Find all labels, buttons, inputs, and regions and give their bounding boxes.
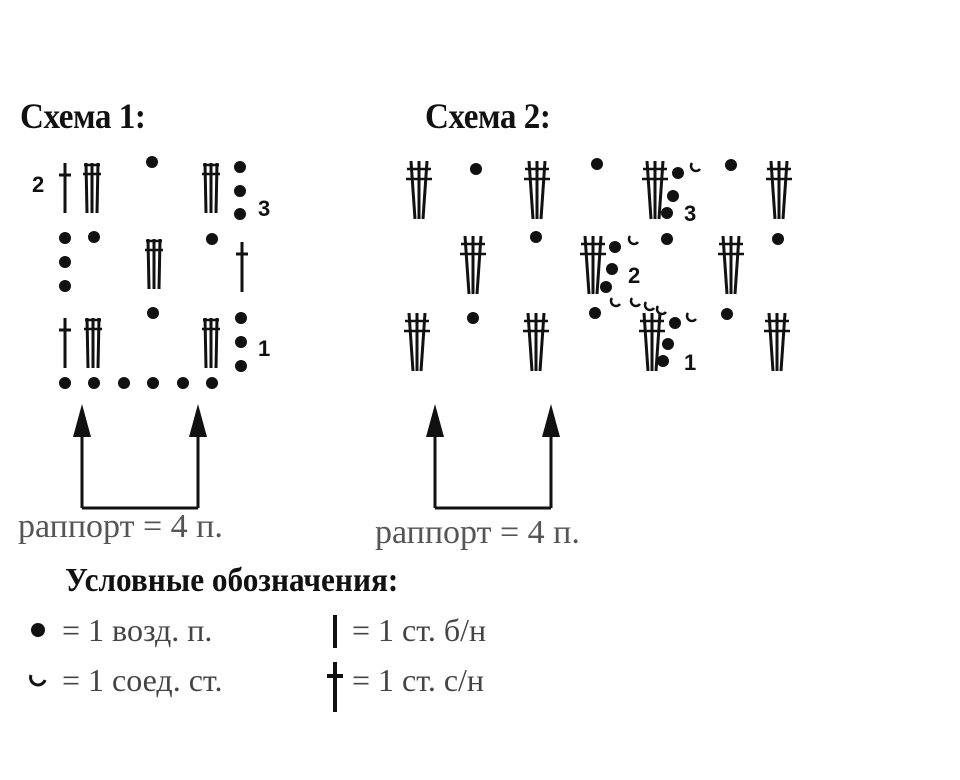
slip-stitch-arc [685, 312, 697, 323]
chain-dot [661, 207, 673, 219]
chain-dot [206, 377, 218, 389]
legend-title: Условные обозначения: [65, 562, 399, 599]
dc-cluster-symbol [200, 161, 222, 215]
legend-chain-dot-icon [31, 623, 45, 637]
slip-stitch-arc [689, 162, 701, 173]
chain-dot [609, 241, 621, 253]
chain-dot [177, 377, 189, 389]
chain-dot [672, 167, 684, 179]
dc-cluster-symbol [764, 159, 794, 221]
legend-double-crochet-icon [327, 662, 343, 712]
dc-cluster-symbol [522, 159, 552, 221]
chain-dot [467, 312, 479, 324]
chain-dot [88, 377, 100, 389]
legend-slip-stitch-icon [29, 674, 47, 687]
scheme-2-row-label-3: 3 [684, 201, 696, 226]
slip-stitch-arc [609, 297, 621, 308]
scheme-1-row-label-2: 2 [32, 172, 44, 197]
chain-dot [59, 280, 71, 292]
chain-dot [530, 231, 542, 243]
legend-chain-text: = 1 возд. п. [62, 612, 213, 648]
chain-dot [657, 355, 669, 367]
legend-single-crochet-text: = 1 ст. б/н [352, 612, 487, 648]
scheme-2-row-label-2: 2 [628, 263, 640, 288]
chain-dot [59, 232, 71, 244]
dc-cluster-symbol [402, 311, 432, 373]
chain-dot [234, 185, 246, 197]
scheme-1-title: Схема 1: [20, 96, 146, 136]
chain-dot [59, 377, 71, 389]
chain-dot [235, 336, 247, 348]
chain-dot [661, 233, 673, 245]
scheme-1-rapport-caption: раппорт = 4 п. [18, 508, 223, 545]
chain-dot [147, 307, 159, 319]
dc-cluster-symbol [404, 159, 434, 221]
chain-dot [235, 312, 247, 324]
chain-dot [146, 156, 158, 168]
scheme-1-row-label-1: 1 [258, 336, 270, 361]
dc-symbol [57, 161, 73, 215]
slip-stitch-arc [643, 301, 655, 312]
scheme-2-chart: 3 2 [402, 158, 794, 510]
dc-cluster-symbol [200, 316, 222, 370]
scheme-1-row-label-3: 3 [258, 196, 270, 221]
chain-dot [725, 159, 737, 171]
dc-cluster-symbol [521, 311, 551, 373]
dc-cluster-symbol [81, 161, 103, 215]
chain-dot [206, 233, 218, 245]
dc-symbol [234, 240, 250, 294]
chain-dot [118, 377, 130, 389]
chain-dot [470, 163, 482, 175]
scheme-2-title: Схема 2: [425, 96, 551, 136]
chain-dot [669, 317, 681, 329]
chain-dot [59, 256, 71, 268]
legend-double-crochet-text: = 1 ст. с/н [352, 662, 485, 698]
slip-stitch-arc [627, 235, 639, 246]
scheme-2-row-label-1: 1 [684, 350, 696, 375]
chain-dot [234, 208, 246, 220]
scheme-2-rapport-caption: раппорт = 4 п. [375, 514, 580, 551]
chain-dot [147, 377, 159, 389]
dc-cluster-symbol [762, 311, 792, 373]
dc-cluster-symbol [82, 316, 104, 370]
slip-stitch-arc [655, 305, 667, 316]
dc-symbol [57, 316, 73, 370]
slip-stitch-arc [629, 297, 641, 308]
chain-dot [591, 158, 603, 170]
chain-dot [772, 233, 784, 245]
dc-cluster-symbol [716, 234, 746, 296]
chain-dot [662, 338, 674, 350]
chain-dot [234, 161, 246, 173]
chain-dot [606, 263, 618, 275]
chain-dot [721, 308, 733, 320]
chain-dot [667, 190, 679, 202]
dc-cluster-symbol [143, 237, 165, 291]
scheme-1-chart: 2 3 1 [32, 156, 270, 510]
chain-dot [589, 307, 601, 319]
chain-dot [88, 231, 100, 243]
legend-slip-stitch-text: = 1 соед. ст. [62, 662, 223, 698]
chain-dot [600, 281, 612, 293]
scheme-1-rapport-bracket [73, 404, 207, 510]
scheme-2-rapport-bracket [426, 404, 560, 510]
chain-dot [235, 360, 247, 372]
dc-cluster-symbol [458, 234, 488, 296]
